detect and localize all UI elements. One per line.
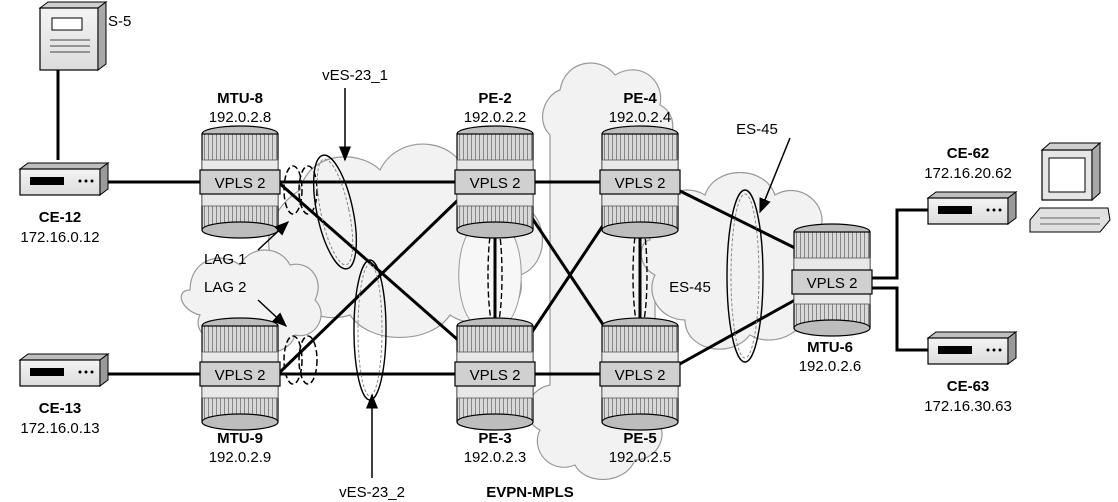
pe-3-ip: 192.0.2.3	[464, 449, 527, 466]
ce-63-device	[928, 332, 1016, 364]
lag-1-label: LAG 1	[204, 251, 247, 268]
vpls-label-pe-2: VPLS 2	[470, 175, 521, 192]
ce-62-name: CE-62	[947, 145, 990, 162]
mtu-9-name: MTU-9	[217, 430, 263, 447]
pe-4-name: PE-4	[623, 90, 657, 107]
ce-12-device	[20, 163, 108, 195]
ce-12-ip: 172.16.0.12	[20, 229, 99, 246]
ce-62-ip: 172.16.20.62	[924, 165, 1012, 182]
pe-3-name: PE-3	[478, 430, 511, 447]
lag-2-label: LAG 2	[204, 279, 247, 296]
vpls-label-mtu-9: VPLS 2	[215, 367, 266, 384]
vpls-label-pe-3: VPLS 2	[470, 367, 521, 384]
vpls-label-mtu-6: VPLS 2	[807, 275, 858, 292]
mtu-9-ip: 192.0.2.9	[209, 449, 272, 466]
pe-4-ip: 192.0.2.4	[609, 109, 672, 126]
pe-2-name: PE-2	[478, 90, 511, 107]
ce-13-device	[20, 354, 108, 386]
ce-62-device	[928, 192, 1016, 224]
ce-63-ip: 172.16.30.63	[924, 398, 1012, 415]
ce-13-ip: 172.16.0.13	[20, 420, 99, 437]
vpls-label-mtu-8: VPLS 2	[215, 175, 266, 192]
pe-5-ip: 192.0.2.5	[609, 449, 672, 466]
ves-23-2-label: vES-23_2	[339, 484, 405, 501]
pe-2-ip: 192.0.2.2	[464, 109, 527, 126]
server-s5-label: S-5	[108, 13, 131, 30]
pe-5-name: PE-5	[623, 430, 656, 447]
ves-23-1-label: vES-23_1	[322, 67, 388, 84]
vpls-label-pe-5: VPLS 2	[615, 367, 666, 384]
es-45-left-label: ES-45	[669, 279, 711, 296]
ce-63-name: CE-63	[947, 378, 990, 395]
es-45-top-label: ES-45	[736, 121, 778, 138]
evpn-mpls-label: EVPN-MPLS	[486, 484, 574, 501]
server-s5	[40, 2, 106, 70]
mtu-8-name: MTU-8	[217, 90, 263, 107]
mtu-6-ip: 192.0.2.6	[799, 358, 862, 375]
computer-icon	[1030, 143, 1110, 232]
ce-13-name: CE-13	[39, 400, 82, 417]
mtu-6-name: MTU-6	[807, 339, 853, 356]
ce-12-name: CE-12	[39, 209, 82, 226]
vpls-label-pe-4: VPLS 2	[615, 175, 666, 192]
mtu-8-ip: 192.0.2.8	[209, 109, 272, 126]
